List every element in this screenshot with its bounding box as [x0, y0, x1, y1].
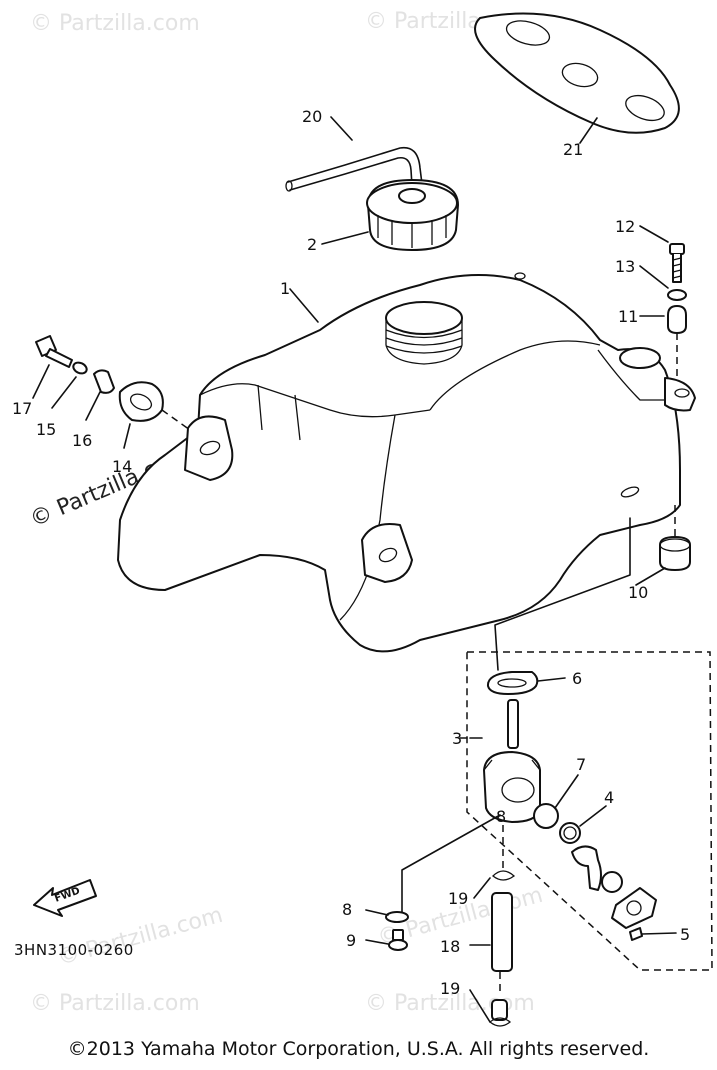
callout-1: 1 — [280, 279, 290, 298]
callout-8-lower: 8 — [342, 900, 352, 919]
leader-lines — [32, 116, 677, 1023]
tank-pad-part — [474, 12, 680, 134]
fuel-pipe-set — [488, 825, 516, 1027]
part-code: 3HN3100-0260 — [14, 941, 134, 959]
copyright-notice: ©2013 Yamaha Motor Corporation, U.S.A. A… — [67, 1038, 650, 1060]
callout-15: 15 — [36, 420, 56, 439]
assembly-box — [466, 651, 713, 971]
bolt-set-right — [667, 243, 687, 378]
callout-14: 14 — [112, 457, 132, 476]
fuel-cap-part — [366, 179, 459, 251]
callout-21: 21 — [563, 140, 583, 159]
breather-hose-part — [285, 146, 423, 192]
callout-16: 16 — [72, 431, 92, 450]
watermark: © Partzilla.com — [30, 11, 200, 36]
callout-11: 11 — [618, 307, 638, 326]
callout-9: 9 — [346, 931, 356, 950]
lever-set — [533, 803, 657, 941]
callout-labels: 20 21 2 1 12 13 11 17 15 16 14 10 6 3 7 … — [12, 107, 690, 998]
callout-8-upper: 8 — [496, 807, 506, 826]
bolt-set-left — [35, 335, 191, 431]
callout-18: 18 — [440, 937, 460, 956]
fwd-direction-arrow: FWD — [33, 879, 97, 917]
watermark: © Partzilla.com — [55, 903, 225, 971]
callout-2: 2 — [307, 235, 317, 254]
watermark: © Partzilla.com — [30, 991, 200, 1016]
callout-19-lower: 19 — [440, 979, 460, 998]
callout-6: 6 — [572, 669, 582, 688]
callout-19-upper: 19 — [448, 889, 468, 908]
gasket-part — [486, 671, 539, 695]
callout-5: 5 — [680, 925, 690, 944]
callout-7: 7 — [576, 755, 586, 774]
callout-13: 13 — [615, 257, 635, 276]
callout-3: 3 — [452, 729, 462, 748]
damper-right-part — [659, 505, 691, 571]
fuel-tank-part — [117, 272, 696, 653]
callout-10: 10 — [628, 583, 648, 602]
fuel-cock-part — [483, 699, 541, 823]
callout-4: 4 — [604, 788, 614, 807]
callout-20: 20 — [302, 107, 322, 126]
drain-screw-set — [385, 814, 501, 951]
callout-12: 12 — [615, 217, 635, 236]
callout-17: 17 — [12, 399, 32, 418]
